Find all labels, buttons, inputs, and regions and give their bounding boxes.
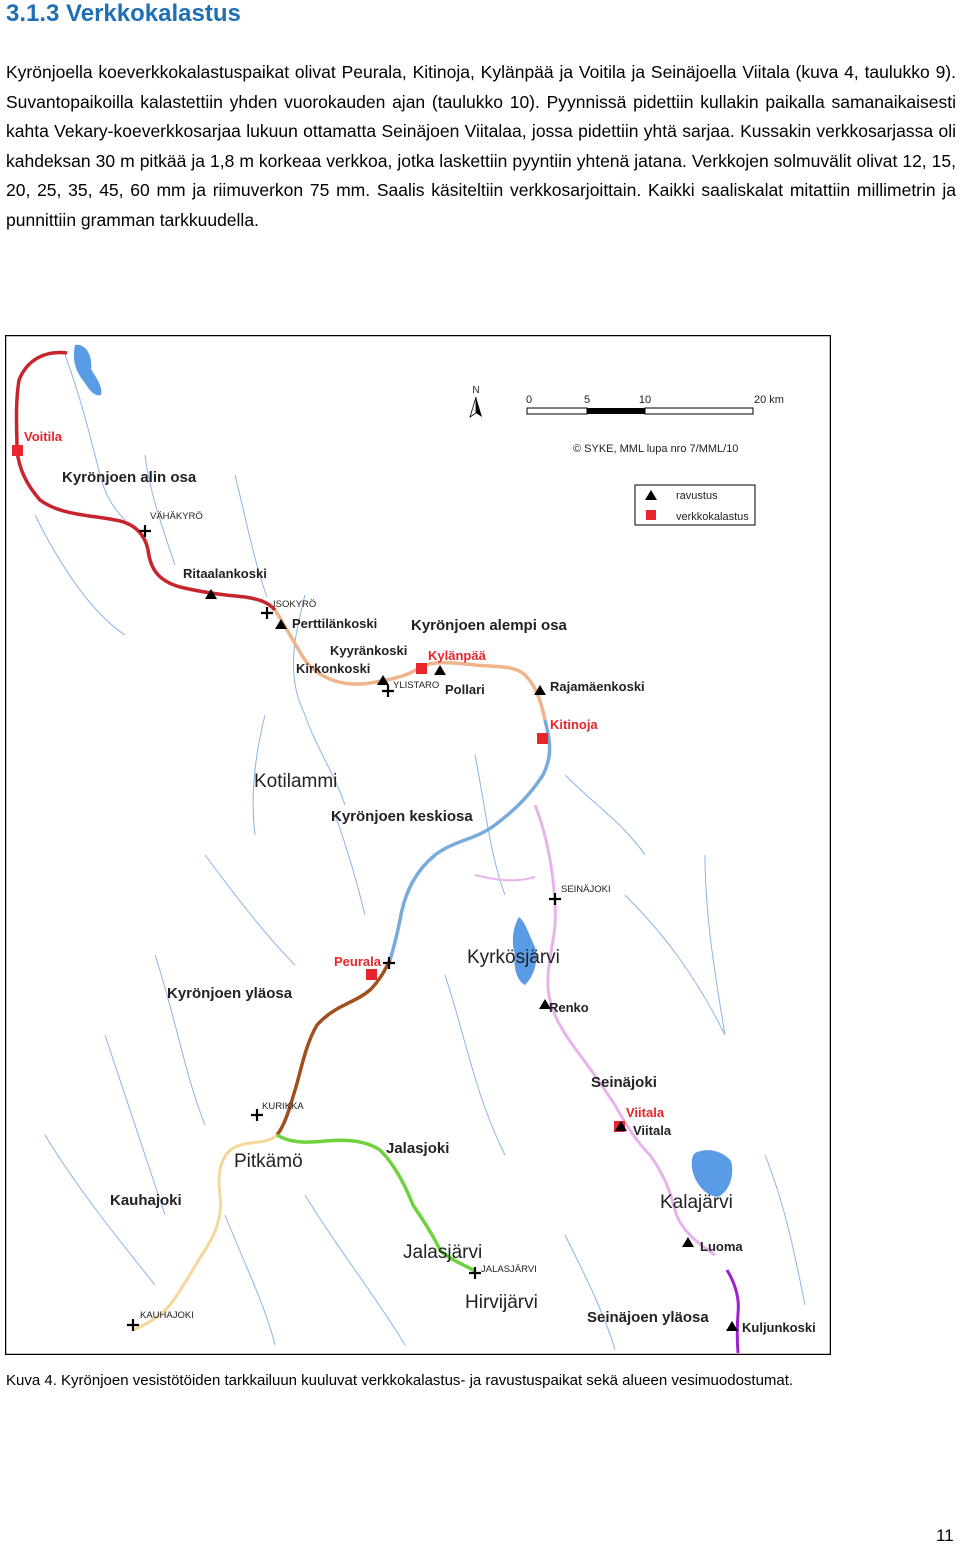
town-seinajoki: SEINÄJOKI — [561, 884, 611, 895]
legend-ravustus: ravustus — [676, 490, 718, 502]
place-jalasjoki: Jalasjoki — [386, 1140, 449, 1157]
copyright-text: © SYKE, MML lupa nro 7/MML/10 — [573, 443, 738, 455]
town-isokyro: ISOKYRÖ — [273, 599, 316, 610]
label-kyronjoki-alempi: Kyrönjoen alempi osa — [411, 617, 568, 634]
town-kurikka: KURIKKA — [262, 1101, 304, 1112]
label-kyronjoki-alin: Kyrönjoen alin osa — [62, 469, 197, 486]
scale-label-5: 5 — [584, 394, 590, 406]
river-seinajoki — [533, 804, 716, 1257]
net-site-kitinoja: Kitinoja — [550, 717, 598, 732]
town-ylistaro: YLISTARO — [393, 680, 439, 691]
crayfish-viitala: Viitala — [633, 1123, 672, 1138]
scale-label-0: 0 — [526, 394, 532, 406]
river-seinajoki-ylaosa — [725, 1269, 740, 1354]
crayfish-rajamaenkoski: Rajamäenkoski — [550, 679, 645, 694]
triangle-icon — [645, 490, 657, 500]
town-markers — [127, 525, 561, 1331]
town-jalasjarvi: JALASJÄRVI — [481, 1264, 537, 1275]
page-number: 11 — [936, 1526, 954, 1545]
label-kyronjoki-keskiosa: Kyrönjoen keskiosa — [331, 808, 473, 825]
legend-verkkokalastus: verkkokalastus — [676, 511, 749, 523]
river-kyronjoki-lower — [14, 350, 277, 612]
place-kyrkosjarvi: Kyrkösjärvi — [467, 947, 560, 968]
town-kauhajoki: KAUHAJOKI — [140, 1310, 194, 1321]
place-jalasjarvi: Jalasjärvi — [403, 1242, 482, 1263]
crayfish-perttilankoski: Perttilänkoski — [292, 616, 377, 631]
river-kauhajoki — [132, 1133, 279, 1332]
lakes — [73, 344, 733, 1197]
place-pitkamo: Pitkämö — [234, 1151, 303, 1172]
label-seinajoki-ylaosa: Seinäjoen yläosa — [587, 1309, 709, 1326]
scale-label-10: 10 — [639, 394, 651, 406]
section-heading: 3.1.3 Verkkokalastus — [6, 0, 241, 27]
net-site-voitila: Voitila — [24, 429, 63, 444]
square-icon — [646, 510, 656, 520]
crayfish-renko: Renko — [549, 1000, 589, 1015]
scale-bar: 0 5 10 20 km — [526, 394, 784, 415]
crayfish-kuljunkoski: Kuljunkoski — [742, 1320, 816, 1335]
river-kyronjoki-keskiosa — [388, 719, 552, 961]
crayfish-kirkonkoski: Kirkonkoski — [296, 661, 370, 676]
river-jalasjoki — [276, 1133, 476, 1273]
map-figure: N 0 5 10 20 km © SYKE, MML lupa nro 7/MM… — [5, 335, 831, 1355]
crayfish-pollari: Pollari — [445, 682, 485, 697]
place-kalajarvi: Kalajärvi — [660, 1192, 733, 1213]
body-paragraph: Kyrönjoella koeverkkokalastuspaikat oliv… — [6, 62, 956, 230]
crayfish-site-markers — [205, 589, 738, 1331]
figure-caption: Kuva 4. Kyrönjoen vesistötöiden tarkkail… — [6, 1372, 794, 1389]
place-seinajoki: Seinäjoki — [591, 1074, 657, 1091]
place-hirvijarvi: Hirvijärvi — [465, 1292, 538, 1313]
net-site-viitala: Viitala — [626, 1105, 665, 1120]
north-label: N — [472, 385, 479, 396]
crayfish-luoma: Luoma — [700, 1239, 743, 1254]
crayfish-kyyrankoski: Kyyränkoski — [330, 643, 407, 658]
label-kyronjoki-ylaosa: Kyrönjoen yläosa — [167, 985, 293, 1002]
scale-label-20: 20 km — [754, 394, 784, 406]
town-vahakyro: VÄHÄKYRÖ — [150, 511, 203, 522]
map-legend: ravustus verkkokalastus — [634, 484, 756, 526]
tributaries — [34, 354, 806, 1351]
river-kyronjoki-ylaosa — [275, 959, 392, 1137]
place-kauhajoki: Kauhajoki — [110, 1192, 182, 1209]
north-arrow-icon: N — [469, 385, 482, 418]
net-site-kylanpaa: Kylänpää — [428, 648, 487, 663]
crayfish-ritaalankoski: Ritaalankoski — [183, 566, 267, 581]
river-seinajoki-branch — [474, 874, 536, 882]
place-kotilammi: Kotilammi — [254, 771, 337, 792]
net-site-peurala: Peurala — [334, 954, 382, 969]
